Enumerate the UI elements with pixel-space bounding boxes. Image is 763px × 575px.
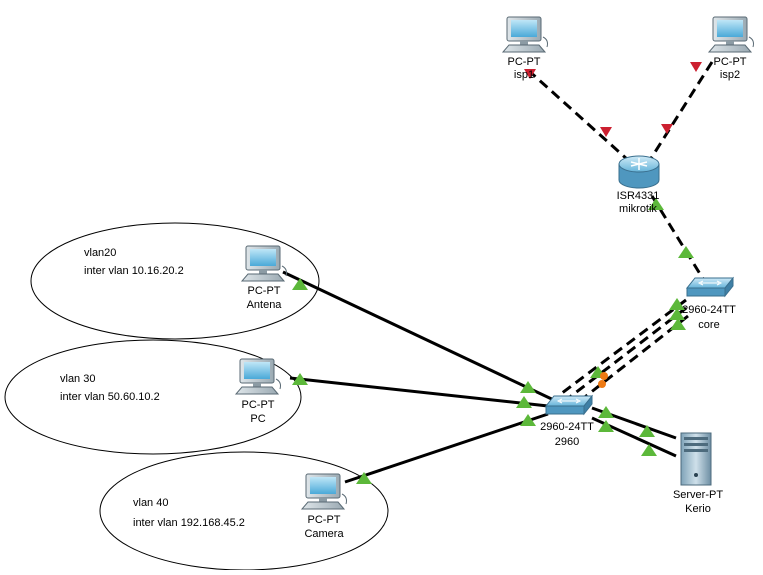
port-up-marker [292, 278, 308, 290]
device-core[interactable]: 2960-24TT core [682, 276, 736, 331]
port-pending-marker [600, 372, 608, 380]
vlan40-note[interactable]: vlan 40 inter vlan 192.168.45.2 [133, 497, 245, 529]
pc-icon [707, 16, 754, 53]
port-up-marker [516, 396, 532, 408]
port-up-marker [670, 318, 686, 330]
device-camera[interactable]: PC-PT Camera [300, 473, 347, 540]
port-up-marker [669, 308, 685, 320]
device-name-label: core [698, 319, 719, 331]
port-up-marker [678, 246, 694, 258]
device-name-label: 2960 [555, 436, 579, 448]
note-detail: inter vlan 50.60.10.2 [60, 391, 160, 403]
port-up-marker [639, 425, 655, 437]
device-name-label: mikrotik [619, 203, 657, 215]
note-detail: inter vlan 192.168.45.2 [133, 517, 245, 529]
port-up-marker [520, 381, 536, 393]
device-antena[interactable]: PC-PT Antena [240, 245, 287, 311]
switch-icon [685, 276, 735, 298]
device-type-label: PC-PT [308, 514, 341, 526]
note-title: vlan20 [84, 247, 116, 259]
device-name-label: Kerio [685, 503, 711, 515]
device-kerio[interactable]: Server-PT Kerio [673, 432, 723, 515]
link-antena-2960[interactable] [282, 270, 559, 404]
device-type-label: PC-PT [508, 56, 541, 68]
port-up-marker [598, 406, 614, 418]
device-type-label: 2960-24TT [540, 421, 594, 433]
link-isp2-mikrotik[interactable] [648, 61, 714, 161]
device-name-label: PC [250, 413, 265, 425]
switch-icon [544, 394, 594, 416]
link-core-2960-b[interactable] [565, 306, 687, 402]
port-up-marker [292, 373, 308, 385]
note-title: vlan 40 [133, 497, 168, 509]
device-2960[interactable]: 2960-24TT 2960 [540, 394, 594, 448]
link-pc-2960[interactable] [289, 376, 549, 408]
device-type-label: 2960-24TT [682, 304, 736, 316]
port-up-marker [520, 414, 536, 426]
note-detail: inter vlan 10.16.20.2 [84, 265, 184, 277]
port-up-marker [598, 420, 614, 432]
device-pc[interactable]: PC-PT PC [234, 358, 281, 425]
port-up-marker [648, 198, 664, 210]
port-down-marker [661, 124, 673, 134]
port-down-marker [600, 127, 612, 137]
port-up-marker [356, 472, 372, 484]
pc-icon [234, 358, 281, 395]
device-name-label: Camera [304, 528, 344, 540]
device-isp2[interactable]: PC-PT isp2 [707, 16, 754, 81]
device-type-label: ISR4331 [617, 190, 660, 202]
port-up-marker [669, 298, 685, 310]
router-icon [618, 155, 660, 189]
link-core-2960-a[interactable] [557, 298, 687, 398]
pc-icon [300, 473, 347, 510]
device-isp1[interactable]: PC-PT isp1 [501, 16, 548, 81]
device-name-label: isp2 [720, 69, 740, 81]
device-name-label: isp1 [514, 69, 534, 81]
device-type-label: PC-PT [242, 399, 275, 411]
port-down-marker [690, 62, 702, 72]
port-down-marker [524, 69, 536, 79]
device-type-label: PC-PT [714, 56, 747, 68]
port-markers [292, 62, 702, 484]
link-mikrotik-core[interactable] [650, 195, 707, 283]
link-camera-2960[interactable] [344, 412, 549, 484]
pc-icon [240, 245, 287, 282]
link-core-2960-c[interactable] [575, 314, 689, 406]
device-type-label: PC-PT [248, 285, 281, 297]
vlan20-note[interactable]: vlan20 inter vlan 10.16.20.2 [84, 247, 184, 277]
link-isp1-mikrotik[interactable] [526, 68, 630, 162]
vlan40-note-ellipse [99, 451, 389, 571]
note-title: vlan 30 [60, 373, 95, 385]
vlan20-note-ellipse [30, 222, 320, 340]
vlan30-note[interactable]: vlan 30 inter vlan 50.60.10.2 [60, 373, 160, 403]
server-icon [680, 432, 712, 486]
device-name-label: Antena [247, 299, 283, 311]
port-up-marker [641, 444, 657, 456]
links [282, 61, 714, 484]
port-pending-marker [598, 380, 606, 388]
vlan30-note-ellipse [4, 339, 302, 455]
device-type-label: Server-PT [673, 489, 723, 501]
device-mikrotik[interactable]: ISR4331 mikrotik [617, 155, 660, 215]
pc-icon [501, 16, 548, 53]
